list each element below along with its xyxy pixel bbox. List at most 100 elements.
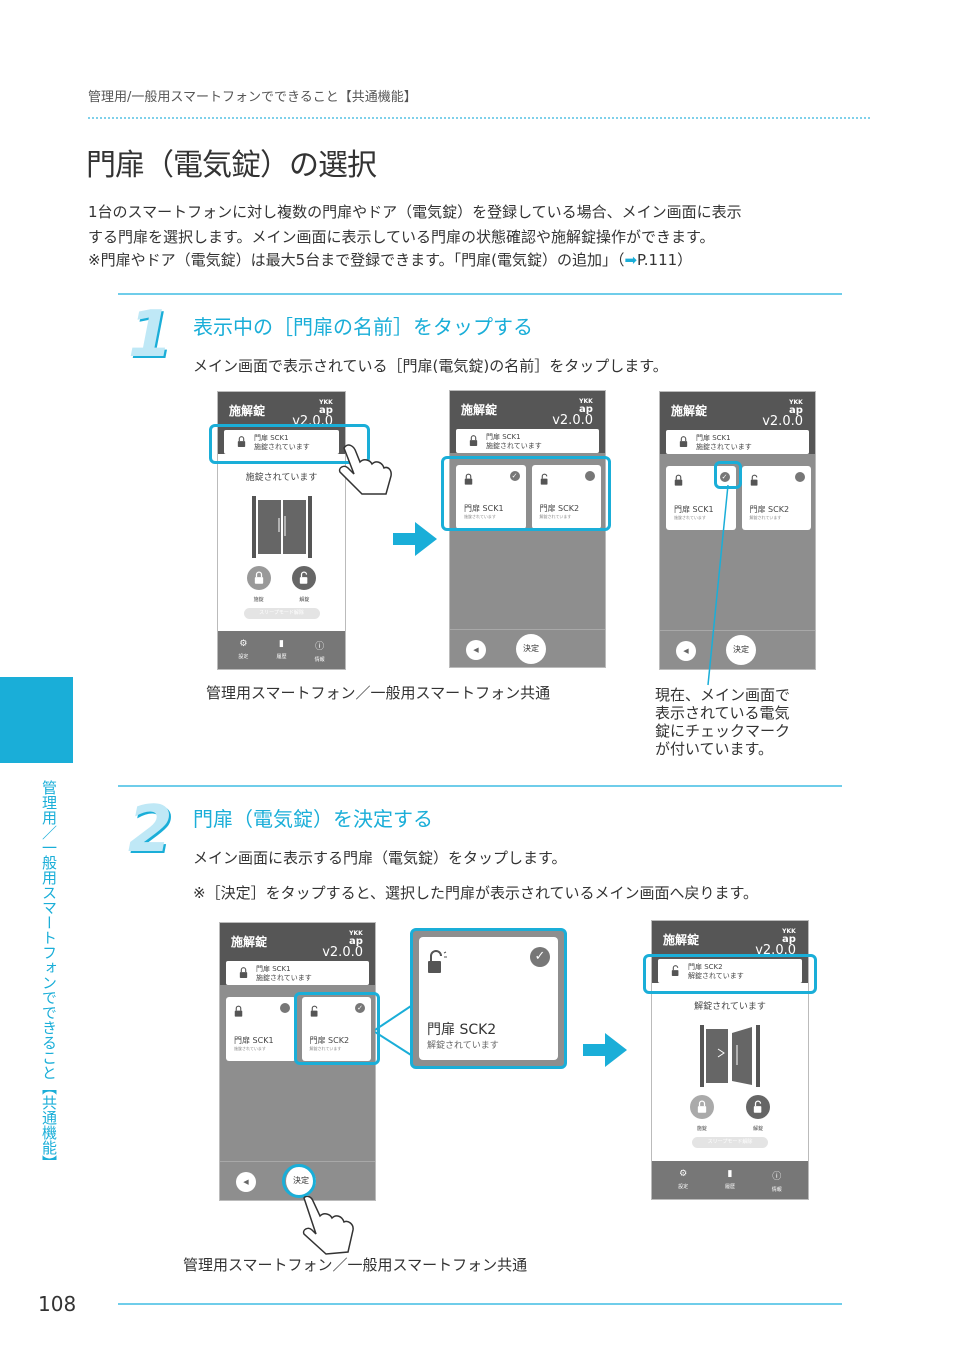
lock-icon (679, 436, 688, 447)
footer-divider (660, 630, 815, 631)
sleep-mode-button[interactable]: スリープモード解除 (243, 608, 320, 619)
unlock-icon (428, 950, 447, 973)
step-2-caption: 管理用スマートフォン／一般用スマートフォン共通 (183, 1256, 528, 1274)
note-line: 表示されている電気 (655, 704, 790, 722)
highlight-check-mark (714, 461, 742, 489)
door-name: 門扉 SCK1 (256, 965, 291, 973)
intro-note: ※門扉やドア（電気錠）は最大5台まで登録できます。「門扉(電気錠）の追加」（ (88, 251, 625, 269)
logo-text: ap (782, 934, 796, 945)
lock-button[interactable] (246, 566, 271, 590)
info-icon: ⓘ (772, 1172, 782, 1182)
back-button[interactable]: ◀ (236, 1172, 256, 1192)
zoom-connector (375, 1005, 412, 1056)
step-2-divider (118, 785, 842, 787)
logo-text: ap (319, 405, 333, 416)
logo-text: YKK (319, 399, 333, 406)
footer-divider (450, 629, 605, 630)
highlight-ok-button (282, 1164, 316, 1198)
step-1-caption: 管理用スマートフォン／一般用スマートフォン共通 (206, 684, 551, 702)
radio-circle-icon (795, 472, 805, 482)
highlight-door-name (209, 424, 370, 464)
page-reference-link[interactable]: P.111） (637, 251, 693, 269)
ok-button[interactable]: 決定 (726, 635, 756, 665)
door-name: 門扉 SCK2 (539, 504, 580, 513)
logo-text: ap (789, 405, 803, 416)
unlock-icon (310, 1005, 319, 1017)
back-button[interactable]: ◀ (676, 641, 696, 661)
nav-history[interactable]: ▮履歴 (715, 1169, 745, 1190)
door-status: 解錠されています (427, 1041, 499, 1051)
door-status: 施錠されています (464, 514, 496, 519)
step-2-heading: 門扉（電気錠）を決定する (193, 807, 433, 831)
nav-label: 設定 (238, 654, 249, 660)
unlock-icon (540, 473, 549, 485)
lock-button[interactable] (689, 1095, 714, 1119)
lock-icon (674, 474, 683, 486)
history-icon: ▮ (727, 1169, 733, 1179)
step-1-callout-note: 現在、メイン画面で 表示されている電気 錠にチェックマーク が付いています。 (655, 686, 790, 758)
chapter-label: 管理用／一般用スマートフォンでできること【共通機能】 (40, 780, 58, 1170)
app-version: v2.0.0 (552, 413, 593, 428)
app-title: 施解錠 (229, 404, 266, 418)
note-line: が付いています。 (655, 740, 774, 758)
app-title: 施解錠 (671, 404, 708, 418)
intro-line-2: する門扉を選択します。メイン画面に表示している門扉の状態確認や施解錠操作ができま… (88, 228, 715, 246)
intro-line-1: 1台のスマートフォンに対し複数の門扉やドア（電気錠）を登録している場合、メイン画… (88, 203, 742, 221)
door-name: 門扉 SCK2 (309, 1036, 350, 1045)
unlock-icon (750, 474, 759, 486)
highlight-door-name (643, 954, 817, 994)
door-name: 門扉 SCK1 (674, 505, 714, 514)
footer-divider (220, 1161, 375, 1162)
lock-icon (464, 473, 473, 485)
unlock-button[interactable] (292, 566, 317, 590)
door-name: 門扉 SCK2 (427, 1022, 497, 1038)
settings-icon: ⚙ (239, 639, 248, 649)
back-button[interactable]: ◀ (466, 640, 486, 660)
door-status: 施錠されています (254, 443, 310, 451)
nav-history[interactable]: ▮履歴 (267, 639, 297, 660)
door-name: 門扉 SCK1 (464, 504, 504, 513)
nav-settings[interactable]: ⚙ 設定 (228, 639, 258, 660)
nav-settings[interactable]: ⚙設定 (668, 1169, 698, 1190)
step-1-divider (118, 293, 842, 295)
door-status: 施錠されています (234, 1046, 266, 1051)
logo-text: ap (579, 404, 593, 415)
check-mark-icon: ✓ (530, 947, 550, 967)
door-name: 門扉 SCK1 (696, 434, 731, 442)
door-illustration (250, 496, 314, 558)
lock-icon (237, 436, 246, 447)
page-number: 108 (38, 1292, 77, 1316)
door-status: 施錠されています (486, 442, 542, 450)
sleep-mode-button[interactable]: スリープモード解除 (692, 1137, 768, 1148)
door-name: 門扉 SCK1 (234, 1036, 274, 1045)
lock-icon (234, 1005, 243, 1017)
door-status: 解錠されています (309, 1046, 342, 1051)
radio-circle-icon (585, 471, 595, 481)
logo-text: ap (349, 936, 363, 947)
lock-label: 施錠 (253, 597, 264, 603)
section-header: 管理用/一般用スマートフォンでできること【共通機能】 (88, 90, 417, 105)
app-title: 施解錠 (663, 933, 700, 947)
step-2-text: メイン画面に表示する門扉（電気錠）をタップします。 (193, 849, 567, 867)
unlock-button[interactable] (746, 1095, 771, 1119)
ok-button[interactable]: 決定 (516, 634, 546, 664)
footer-divider (118, 1303, 842, 1305)
